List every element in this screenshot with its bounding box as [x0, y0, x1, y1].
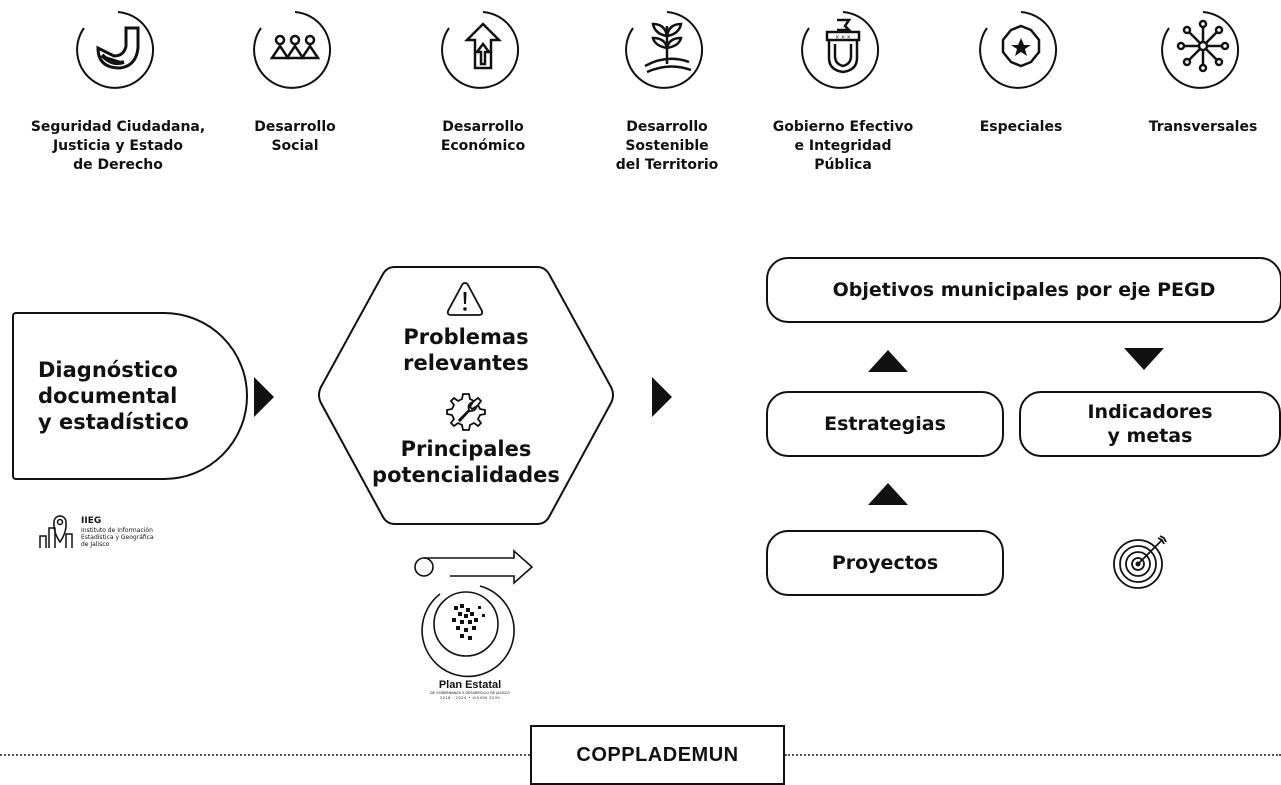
- eje-label: Gobierno Efectivo e Integridad Pública: [772, 119, 914, 173]
- diagnostico-box: Diagnóstico documental y estadístico: [12, 312, 248, 480]
- arrow-down-icon: [1124, 348, 1164, 370]
- indicadores-label: Indicadores y metas: [1087, 401, 1213, 447]
- plan-estatal-logo: [414, 549, 534, 678]
- arrow-right-icon: [652, 377, 672, 417]
- footer-tag: COPPLADEMUN: [530, 725, 785, 785]
- eje-label: Desarrollo Sostenible del Territorio: [615, 119, 719, 173]
- wrench-gear-icon: [446, 393, 486, 431]
- star-badge-icon: [979, 11, 1058, 89]
- eje-label: Seguridad Ciudadana, Justicia y Estado d…: [30, 119, 206, 173]
- eje-item: Seguridad Ciudadana, Justicia y Estado d…: [18, 0, 218, 175]
- eje-item: Desarrollo Económico: [383, 0, 583, 156]
- coat-of-arms-icon: × × ×: [801, 11, 880, 89]
- eje-label: Desarrollo Económico: [440, 119, 526, 154]
- eje-item: × × × Gobierno Efectivo e Integridad Púb…: [743, 0, 943, 175]
- eje-item: Desarrollo Social: [195, 0, 395, 156]
- arrow-up-icon: [868, 350, 908, 372]
- map-pin-chart-icon: [39, 515, 73, 548]
- iieg-name: Instituto de Información Estadística y G…: [81, 527, 154, 548]
- indicadores-box: Indicadores y metas: [1019, 391, 1281, 457]
- footer-divider-right: [785, 754, 1281, 756]
- eje-item: Desarrollo Sostenible del Territorio: [567, 0, 767, 175]
- eje-item: Transversales: [1103, 0, 1281, 137]
- diagnostico-label: Diagnóstico documental y estadístico: [38, 358, 189, 434]
- warning-icon: [446, 282, 484, 316]
- eje-label: Especiales: [979, 119, 1063, 135]
- proyectos-box: Proyectos: [766, 530, 1004, 596]
- plan-estatal-subtitle: DE GOBERNANZA Y DESARROLLO DE JALISCO: [430, 691, 510, 695]
- hand-shield-icon: [76, 11, 155, 89]
- proyectos-label: Proyectos: [831, 552, 939, 574]
- plan-estatal-years: 2018 - 2024 • VISIÓN 2030: [439, 696, 501, 700]
- arrow-up-icon: [868, 483, 908, 505]
- problemas-label: Problemas relevantes: [403, 325, 529, 375]
- hexagon-frame: [318, 266, 614, 525]
- eje-item: Especiales: [921, 0, 1121, 137]
- target-icon: [1113, 535, 1167, 589]
- objetivos-box: Objetivos municipales por eje PEGD: [766, 257, 1281, 323]
- objetivos-label: Objetivos municipales por eje PEGD: [832, 279, 1216, 301]
- iieg-logo: IIEG Instituto de Información Estadístic…: [38, 512, 178, 552]
- growth-arrow-icon: [441, 11, 520, 89]
- iieg-acronym: IIEG: [81, 516, 102, 526]
- estrategias-box: Estrategias: [766, 391, 1004, 457]
- plant-sprout-icon: [625, 11, 704, 89]
- arrow-right-icon: [254, 377, 274, 417]
- plan-estatal-title: Plan Estatal: [438, 679, 502, 691]
- potencialidades-label: Principales potencialidades: [372, 437, 560, 487]
- network-node-icon: [1161, 11, 1240, 89]
- footer-divider-left: [0, 754, 530, 756]
- eje-label: Desarrollo Social: [254, 119, 336, 154]
- estrategias-label: Estrategias: [824, 413, 946, 435]
- people-group-icon: [253, 11, 332, 89]
- svg-text:× × ×: × × ×: [835, 35, 851, 41]
- eje-label: Transversales: [1148, 119, 1258, 135]
- footer-label: COPPLADEMUN: [576, 743, 739, 766]
